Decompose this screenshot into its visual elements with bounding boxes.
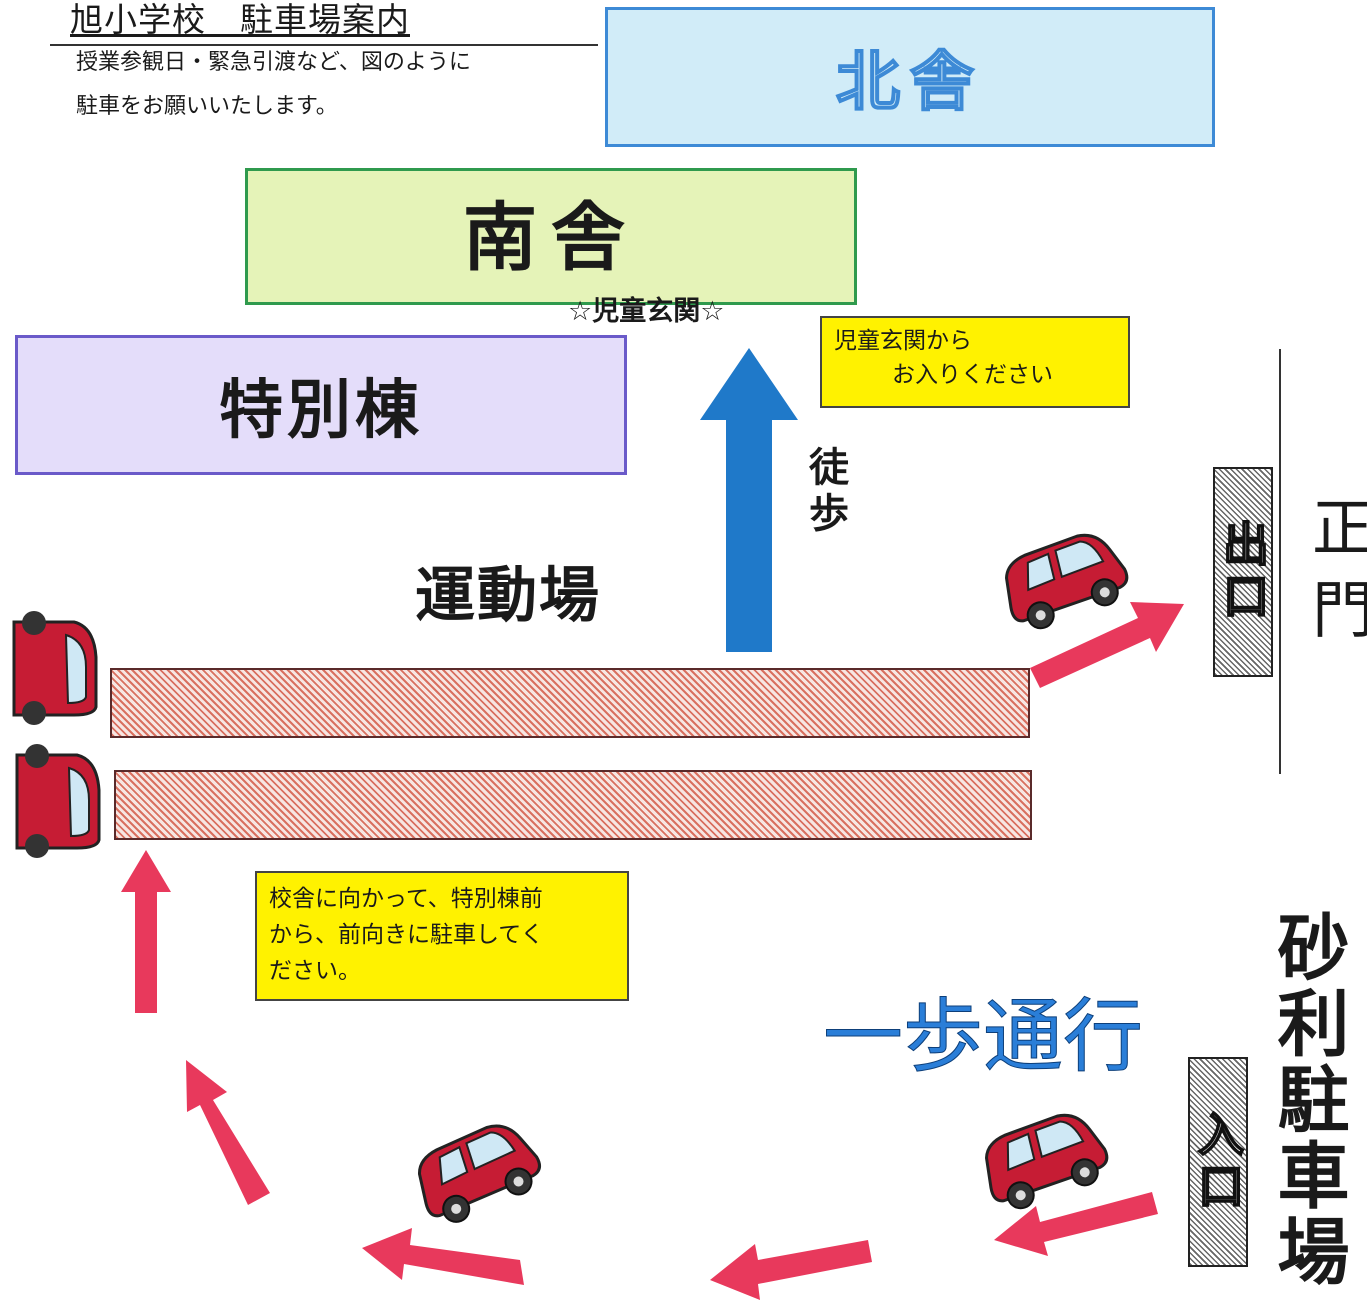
route-arrow-bottom-mid [710,1240,872,1300]
title-divider [50,44,598,46]
north-building-label: 北舎 [835,45,984,121]
car-icon [994,523,1136,638]
route-arrow-entrance [994,1192,1158,1256]
car-icon [15,742,101,860]
car-icon [12,609,98,727]
intro-text-line-2: 駐車をお願いいたします。 [76,94,338,119]
page-title: 旭小学校 駐車場案内 [70,0,410,39]
exit-sign: 出口 [1213,467,1273,677]
parking-notice-line-3: ださい。 [269,958,361,984]
school-boundary-line [1279,349,1281,774]
exit-label: 出口 [1215,519,1271,625]
one-way-label: 一歩通行 [823,990,1144,1084]
car-icon [406,1112,551,1233]
special-building: 特別棟 [15,335,627,475]
intro-text-line-1: 授業参観日・緊急引渡など、図のように [76,50,471,75]
route-arrow-up-left [121,850,171,1013]
parking-notice-line-1: 校舎に向かって、特別棟前 [269,886,543,912]
entrance-sign: 入口 [1188,1057,1248,1267]
walk-arrow [700,348,798,652]
entrance-notice-line-2: お入りください [892,362,1053,388]
main-gate-label: 正門 [1301,495,1367,659]
parking-row-1 [110,668,1030,738]
car-icon [974,1103,1116,1218]
parking-notice: 校舎に向かって、特別棟前 から、前向きに駐車してく ださい。 [255,871,629,1001]
south-building-label: 南舎 [463,195,639,281]
entrance-label: 入口 [1190,1109,1246,1215]
route-arrow-exit [1030,602,1184,688]
sports-field-label: 運動場 [415,561,601,631]
special-building-label: 特別棟 [219,374,423,448]
route-arrow-bottom-left [362,1228,524,1285]
gravel-parking-label: 砂利駐車場 [1265,910,1349,1290]
parking-notice-line-2: から、前向きに駐車してく [269,922,544,948]
entrance-notice: 児童玄関から お入りください [820,316,1130,408]
walking-label: 徒歩 [802,446,848,538]
student-entrance-label: ☆児童玄関☆ [568,296,725,327]
south-building: 南舎 [245,168,857,305]
parking-row-2 [114,770,1032,840]
north-building: 北舎 [605,7,1215,147]
entrance-notice-line-1: 児童玄関から [834,328,972,354]
route-arrow-diagonal-left [186,1060,270,1205]
